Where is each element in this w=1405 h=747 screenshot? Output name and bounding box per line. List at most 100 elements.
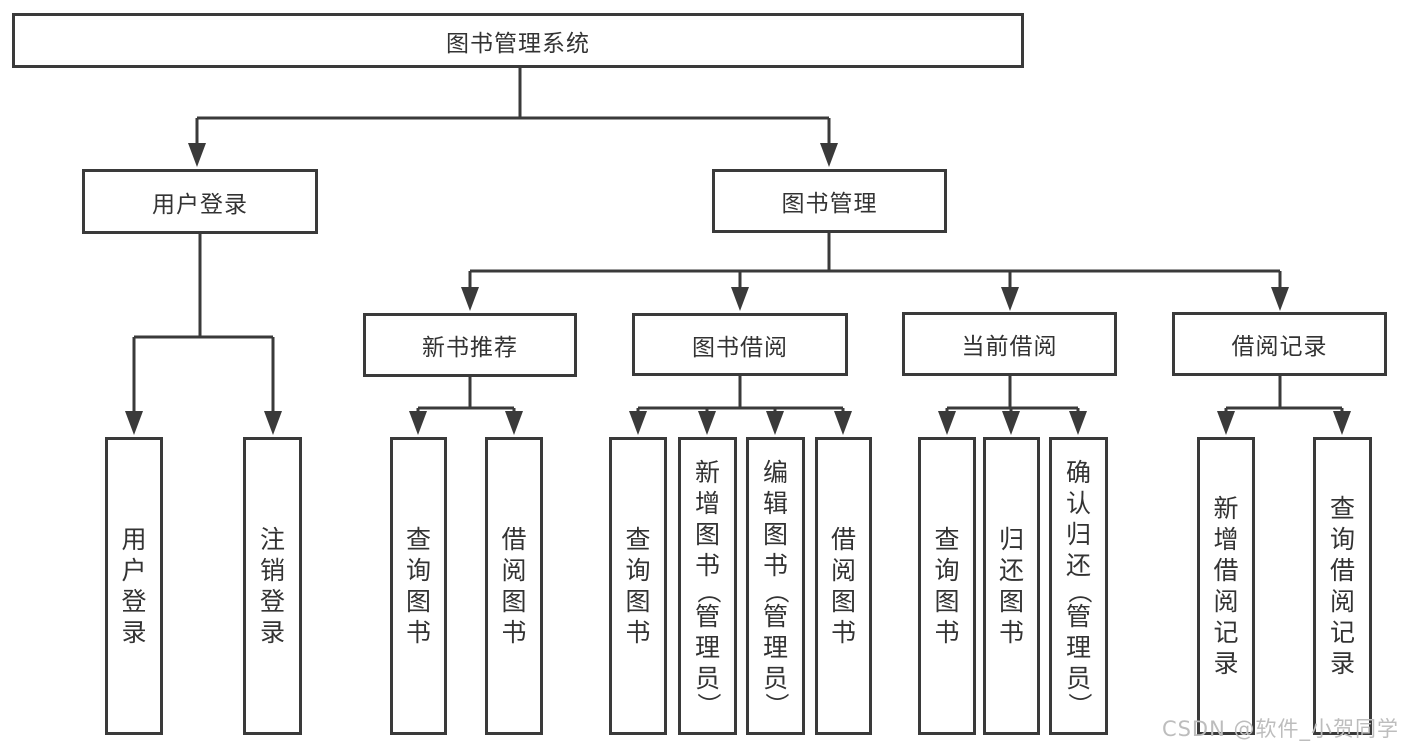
leaf-char: 图	[934, 586, 960, 616]
leaf-char: 还	[1065, 550, 1091, 580]
leaf-char: 管	[1065, 602, 1091, 631]
leaf-char: ）	[1065, 692, 1094, 717]
node-book-borrow-label: 图书借阅	[692, 334, 788, 361]
leaf-char: 询	[405, 555, 431, 585]
leaf-char: 询	[625, 555, 651, 585]
node-borrow-record-label: 借阅记录	[1231, 334, 1328, 360]
leaf-char: 理	[762, 633, 788, 662]
leaf-char: 查	[1329, 493, 1355, 523]
leaf-user-login: 用户登录	[105, 437, 163, 735]
leaf-query-books-3: 查询图书	[918, 437, 976, 735]
leaf-char: 理	[694, 633, 720, 662]
node-current-borrow-label: 当前借阅	[961, 334, 1058, 360]
leaf-char: 图	[501, 586, 527, 616]
leaf-borrow-books-1: 借阅图书	[485, 437, 543, 735]
leaf-char: 书	[405, 617, 431, 647]
leaf-char: 记	[1329, 617, 1355, 647]
leaf-char: 录	[121, 617, 147, 647]
leaf-char: 管	[694, 602, 720, 631]
leaf-char: 图	[625, 586, 651, 616]
node-book-management: 图书管理	[712, 169, 947, 233]
leaf-char: 员	[694, 664, 720, 693]
node-root: 图书管理系统	[12, 13, 1024, 68]
leaf-add-borrow-record: 新增借阅记录	[1197, 437, 1255, 735]
leaf-char: 阅	[1329, 586, 1355, 616]
leaf-char: 阅	[501, 555, 527, 585]
leaf-confirm-return-admin: 确认归还（管理员）	[1049, 437, 1108, 735]
leaf-char: 书	[694, 550, 720, 580]
leaf-char: 图	[694, 519, 720, 549]
leaf-char: 管	[762, 602, 788, 631]
leaf-char: 书	[501, 617, 527, 647]
leaf-char: 销	[259, 555, 285, 585]
leaf-char: 还	[998, 555, 1024, 585]
leaf-edit-books-admin: 编辑图书（管理员）	[746, 437, 805, 735]
leaf-return-books: 归还图书	[983, 437, 1040, 735]
csdn-watermark: CSDN @软件_小贺同学	[1161, 717, 1399, 741]
leaf-char: 借	[1213, 555, 1239, 585]
leaf-char: 新	[694, 457, 720, 487]
leaf-char: 查	[934, 524, 960, 554]
leaf-char: 确	[1065, 457, 1091, 487]
leaf-char: 查	[625, 524, 651, 554]
leaf-char: 书	[762, 550, 788, 580]
leaf-char: 借	[501, 524, 527, 554]
node-new-book-recommend-label: 新书推荐	[422, 335, 518, 361]
node-borrow-record: 借阅记录	[1172, 312, 1387, 376]
leaf-char: ）	[762, 692, 791, 717]
leaf-char: 理	[1065, 633, 1091, 662]
leaf-char: 录	[1213, 648, 1239, 678]
leaf-char: 注	[259, 524, 285, 554]
leaf-char: 辑	[762, 488, 788, 518]
leaf-char: 图	[998, 586, 1024, 616]
leaf-char: 增	[1213, 524, 1239, 554]
leaf-char: 归	[1065, 519, 1091, 549]
leaf-char: 新	[1213, 493, 1239, 523]
leaf-char: 询	[934, 555, 960, 585]
leaf-query-borrow-record: 查询借阅记录	[1313, 437, 1372, 735]
leaf-char: 图	[405, 586, 431, 616]
leaf-char: 图	[762, 519, 788, 549]
node-book-management-label: 图书管理	[781, 191, 878, 217]
leaf-char: 书	[934, 617, 960, 647]
leaf-char: 编	[762, 457, 788, 487]
leaf-char: 书	[830, 617, 856, 647]
leaf-char: 询	[1329, 524, 1355, 554]
leaf-query-books-1: 查询图书	[390, 437, 447, 735]
leaf-char: 录	[1329, 648, 1355, 678]
leaf-char: 增	[694, 488, 720, 518]
leaf-add-books-admin: 新增图书（管理员）	[678, 437, 737, 735]
leaf-char: ）	[694, 692, 723, 717]
leaf-char: （	[1065, 579, 1094, 604]
leaf-char: 借	[830, 524, 856, 554]
leaf-char: 书	[625, 617, 651, 647]
node-new-book-recommend: 新书推荐	[363, 313, 577, 377]
leaf-char: （	[762, 579, 791, 604]
node-user-login-label: 用户登录	[152, 191, 248, 218]
leaf-char: 认	[1065, 488, 1091, 518]
leaf-char: 图	[830, 586, 856, 616]
leaf-char: 阅	[830, 555, 856, 585]
leaf-char: （	[694, 579, 723, 604]
leaf-char: 录	[259, 617, 285, 647]
leaf-char: 阅	[1213, 586, 1239, 616]
leaf-char: 户	[121, 555, 147, 585]
leaf-char: 登	[121, 586, 147, 616]
leaf-char: 记	[1213, 617, 1239, 647]
leaf-char: 登	[259, 586, 285, 616]
node-user-login: 用户登录	[82, 169, 318, 234]
node-current-borrow: 当前借阅	[902, 312, 1117, 376]
leaf-char: 用	[121, 524, 147, 554]
leaf-borrow-books-2: 借阅图书	[815, 437, 872, 735]
leaf-char: 书	[998, 617, 1024, 647]
leaf-char: 员	[1065, 664, 1091, 693]
leaf-char: 员	[762, 664, 788, 693]
leaf-query-books-2: 查询图书	[609, 437, 667, 735]
node-book-borrow: 图书借阅	[632, 313, 848, 376]
node-root-label: 图书管理系统	[446, 30, 590, 57]
leaf-char: 查	[405, 524, 431, 554]
leaf-char: 归	[998, 524, 1024, 554]
leaf-char: 借	[1329, 555, 1355, 585]
